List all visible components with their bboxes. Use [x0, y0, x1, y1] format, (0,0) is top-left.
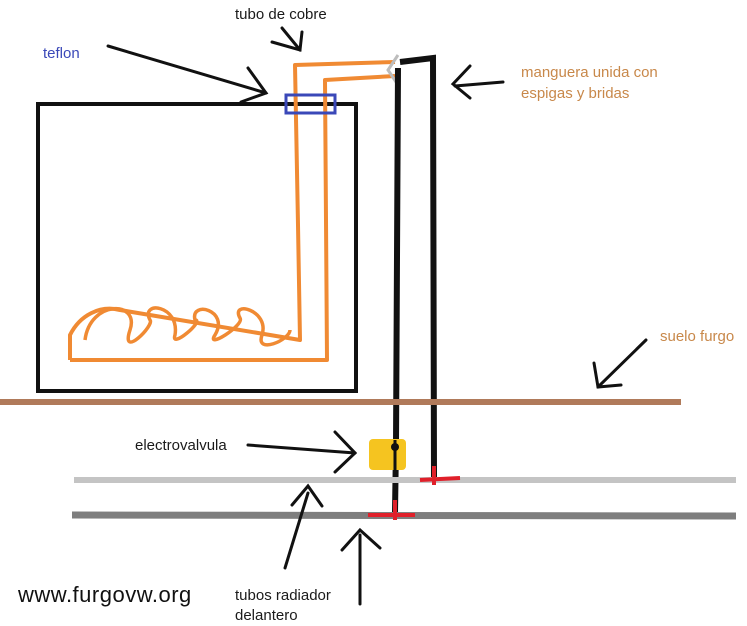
label-hose-line2: espigas y bridas: [521, 85, 630, 102]
arrow-valve: [246, 430, 358, 474]
arrow-radiator-upper: [283, 483, 324, 570]
arrow-teflon: [106, 44, 269, 104]
label-teflon: teflon: [43, 45, 80, 62]
arrow-floor: [592, 338, 648, 389]
arrow-hose: [450, 64, 505, 100]
valve-dot: [391, 443, 399, 451]
label-van-floor: suelo furgo: [660, 328, 735, 345]
hose-right: [399, 54, 437, 479]
arrow-copper-tube: [270, 26, 304, 52]
copper-tube-inner: [70, 74, 396, 362]
solenoid-valve: [369, 439, 406, 470]
watermark: www.furgovw.org: [18, 582, 192, 607]
tee-connector-upper: [419, 466, 461, 485]
arrow-radiator-lower: [340, 527, 382, 606]
teflon-box: [284, 93, 337, 115]
hose-connector: [386, 54, 400, 86]
label-radiator-line2: delantero: [235, 607, 298, 624]
tee-connector-lower: [368, 500, 415, 520]
tank-outline: [36, 102, 358, 393]
copper-coil: [83, 306, 292, 347]
label-hose-line1: manguera unida con: [521, 64, 658, 81]
copper-tube-outer: [68, 60, 396, 360]
label-radiator-line1: tubos radiador: [235, 587, 331, 604]
label-copper-tube: tubo de cobre: [235, 6, 327, 23]
label-solenoid-valve: electrovalvula: [135, 437, 227, 454]
